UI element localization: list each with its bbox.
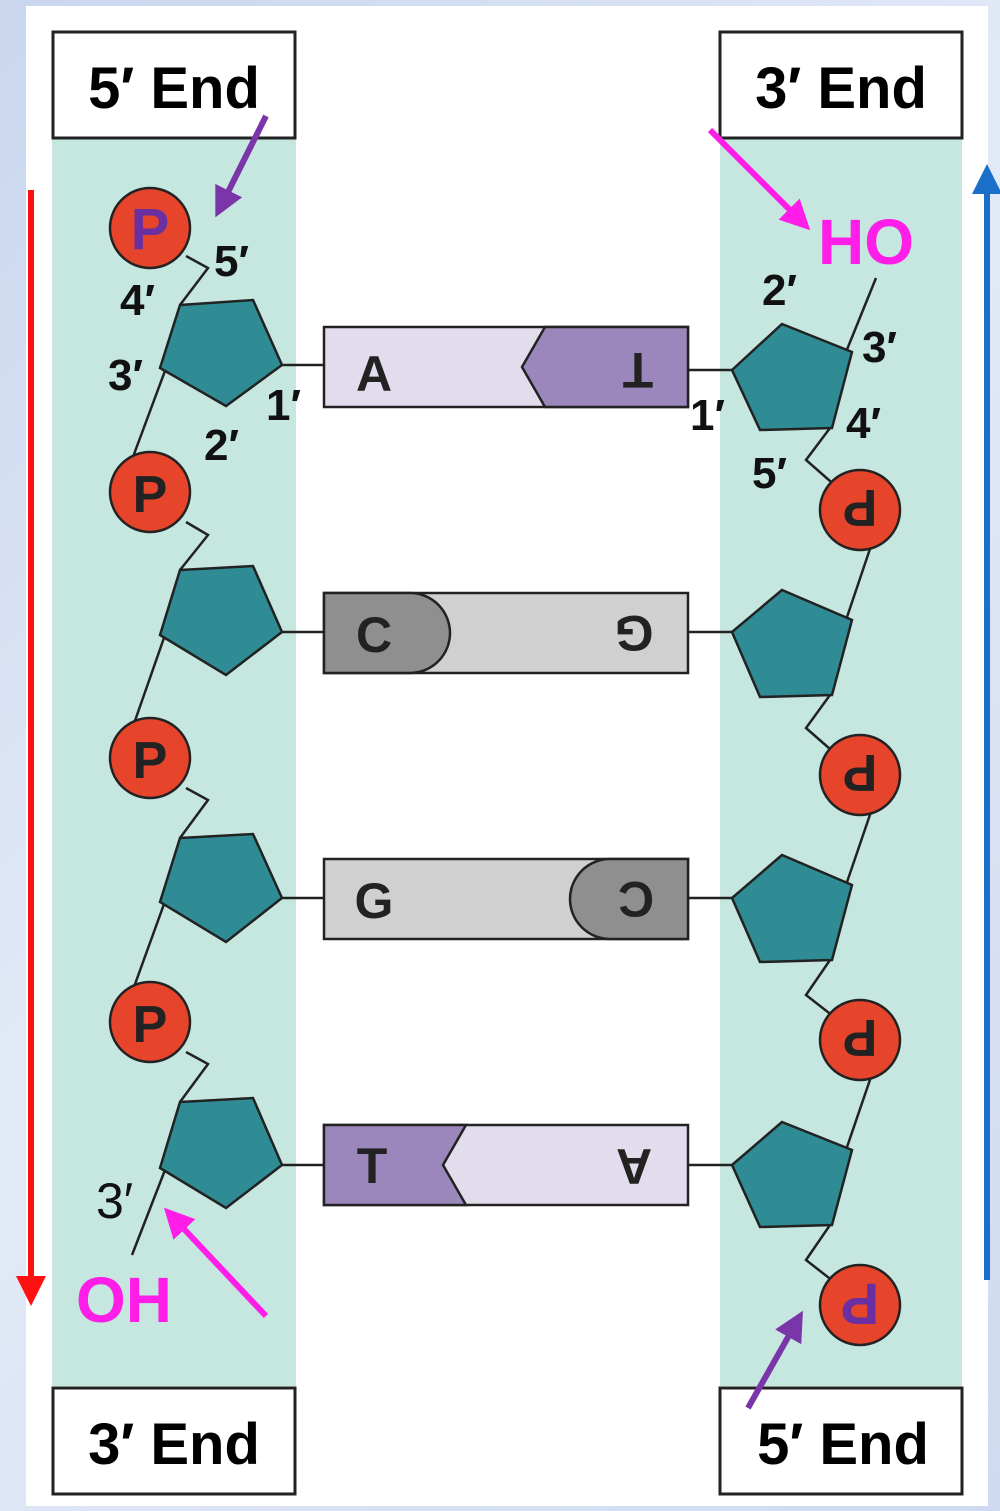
base-pair-3: G C: [322, 857, 690, 941]
left-sugar-4: [158, 1096, 284, 1210]
phosphate-label: P: [133, 732, 168, 790]
right-phosphate-3: P: [818, 998, 902, 1082]
right-backbone: [804, 277, 878, 1286]
base-pair-2: C G: [322, 591, 690, 675]
base-left-label: A: [356, 346, 392, 402]
end-label-bottom-right: 5′ End: [718, 1386, 964, 1496]
right-phosphate-4: P: [818, 1263, 902, 1347]
left-c4-label: 4′: [120, 276, 155, 325]
left-phosphate-4: P: [108, 980, 192, 1064]
right-c5-label: 5′: [752, 449, 787, 498]
left-carbon-labels: 5′ 4′ 3′ 2′ 1′: [108, 237, 301, 470]
pointer-arrow-oh: [163, 1207, 269, 1319]
base-left-label: G: [355, 873, 394, 929]
right-c3-label: 3′: [862, 323, 897, 372]
left-terminal-oh: OH: [76, 1264, 172, 1336]
end-label-bottom-left: 3′ End: [51, 1386, 297, 1496]
right-sugar-4: [730, 1120, 854, 1229]
left-sugar-3: [158, 832, 284, 944]
end-label-top-right: 3′ End: [718, 30, 964, 140]
phosphate-label: P: [843, 1008, 878, 1066]
left-c5-label: 5′: [214, 237, 249, 286]
left-sugar-base-links: [282, 363, 324, 1167]
base-right-label: A: [616, 1138, 652, 1194]
left-phosphate-1: P: [108, 186, 192, 270]
right-sugar-2: [730, 588, 854, 699]
right-carbon-labels: 2′ 3′ 4′ 1′ 5′: [690, 266, 897, 498]
right-phosphate-2: P: [818, 733, 902, 817]
phosphate-label: P: [131, 197, 170, 262]
base-right-label: T: [623, 342, 654, 398]
end-label-text: 3′ End: [88, 1412, 260, 1477]
right-terminal-ho: HO: [818, 206, 914, 278]
pointer-arrow-5prime-bottom: [745, 1310, 803, 1410]
end-label-text: 3′ End: [755, 56, 927, 121]
left-sugar-1: [158, 298, 284, 408]
phosphate-label: P: [841, 1271, 880, 1336]
phosphate-label: P: [843, 478, 878, 536]
base-pair-4: T A: [322, 1123, 690, 1207]
base-pair-1: A T: [322, 325, 690, 409]
left-c1-label: 1′: [266, 381, 301, 430]
base-right-label: G: [615, 605, 654, 661]
right-phosphate-1: P: [818, 468, 902, 552]
right-c1-label: 1′: [690, 391, 725, 440]
right-sugar-3: [730, 853, 854, 964]
pointer-arrow-ho: [707, 127, 811, 231]
phosphate-label: P: [843, 743, 878, 801]
right-c2-label: 2′: [762, 266, 797, 315]
left-phosphate-3: P: [108, 716, 192, 800]
phosphate-label: P: [133, 466, 168, 524]
end-label-top-left: 5′ End: [51, 30, 297, 140]
base-right-label: C: [618, 871, 654, 927]
left-sugar-2: [158, 564, 284, 677]
left-terminal-c3-label: 3′: [96, 1173, 133, 1229]
base-left-label: T: [357, 1138, 388, 1194]
end-label-text: 5′ End: [88, 56, 260, 121]
right-sugar-1: [730, 322, 854, 432]
phosphate-label: P: [133, 996, 168, 1054]
right-c4-label: 4′: [846, 399, 881, 448]
pointer-arrow-5prime-top: [215, 114, 269, 218]
left-phosphate-2: P: [108, 450, 192, 534]
left-c2-label: 2′: [204, 421, 239, 470]
end-label-text: 5′ End: [757, 1412, 929, 1477]
base-left-label: C: [356, 607, 392, 663]
left-c3-label: 3′: [108, 351, 143, 400]
right-sugar-base-links: [688, 368, 732, 1167]
